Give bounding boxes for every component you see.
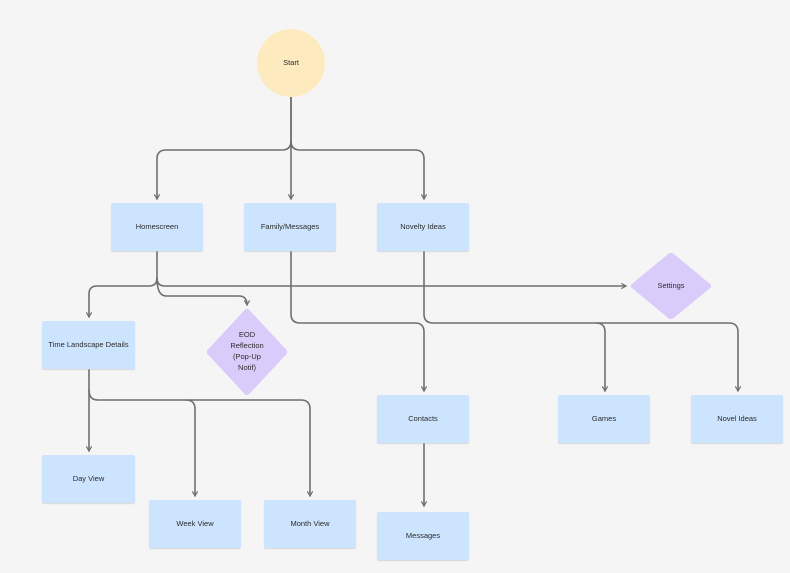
connector-family-to-contacts (290, 251, 427, 392)
process-node-timeland[interactable]: Time Landscape Details (42, 321, 135, 369)
process-node-contacts[interactable]: Contacts (377, 395, 469, 443)
node-label: Week View (176, 519, 214, 529)
node-label: Start (283, 58, 299, 68)
connector-novelty-to-novel (595, 322, 741, 392)
connector-start-to-homescreen (154, 96, 292, 200)
node-label: Settings (657, 280, 685, 290)
node-label: Homescreen (135, 222, 179, 232)
node-label: Contacts (408, 414, 438, 424)
process-node-day[interactable]: Day View (42, 455, 135, 503)
node-label: Family/Messages (260, 222, 320, 232)
process-node-messages[interactable]: Messages (377, 512, 469, 560)
connector-homescreen-to-settings (156, 277, 627, 289)
node-label: Novel Ideas (717, 414, 757, 424)
process-node-novel[interactable]: Novel Ideas (691, 395, 783, 443)
connector-novelty-to-games (423, 251, 608, 392)
decision-node-eod[interactable]: EOD Reflection (Pop-Up Notif) (207, 309, 287, 395)
node-label: Games (591, 414, 617, 424)
diamond-shape (631, 253, 711, 319)
node-label: Messages (405, 531, 441, 541)
process-node-games[interactable]: Games (558, 395, 650, 443)
connector-start-to-novelty (290, 140, 427, 200)
diamond-shape (207, 309, 287, 395)
process-node-month[interactable]: Month View (264, 500, 356, 548)
connector-homescreen-to-timeland (86, 251, 158, 318)
node-label: Day View (72, 474, 105, 484)
process-node-homescreen[interactable]: Homescreen (111, 203, 203, 251)
process-node-novelty[interactable]: Novelty Ideas (377, 203, 469, 251)
decision-node-settings[interactable]: Settings (631, 253, 711, 319)
connector-homescreen-to-eod (156, 277, 250, 306)
connector-timeland-to-month (185, 399, 313, 497)
node-label: Month View (290, 519, 330, 529)
process-node-family[interactable]: Family/Messages (244, 203, 336, 251)
node-label: Novelty Ideas (400, 222, 446, 232)
process-node-week[interactable]: Week View (149, 500, 241, 548)
node-label: Time Landscape Details (48, 340, 129, 350)
start-node[interactable]: Start (257, 29, 325, 97)
node-label: EOD Reflection (Pop-Up Notif) (230, 330, 264, 372)
